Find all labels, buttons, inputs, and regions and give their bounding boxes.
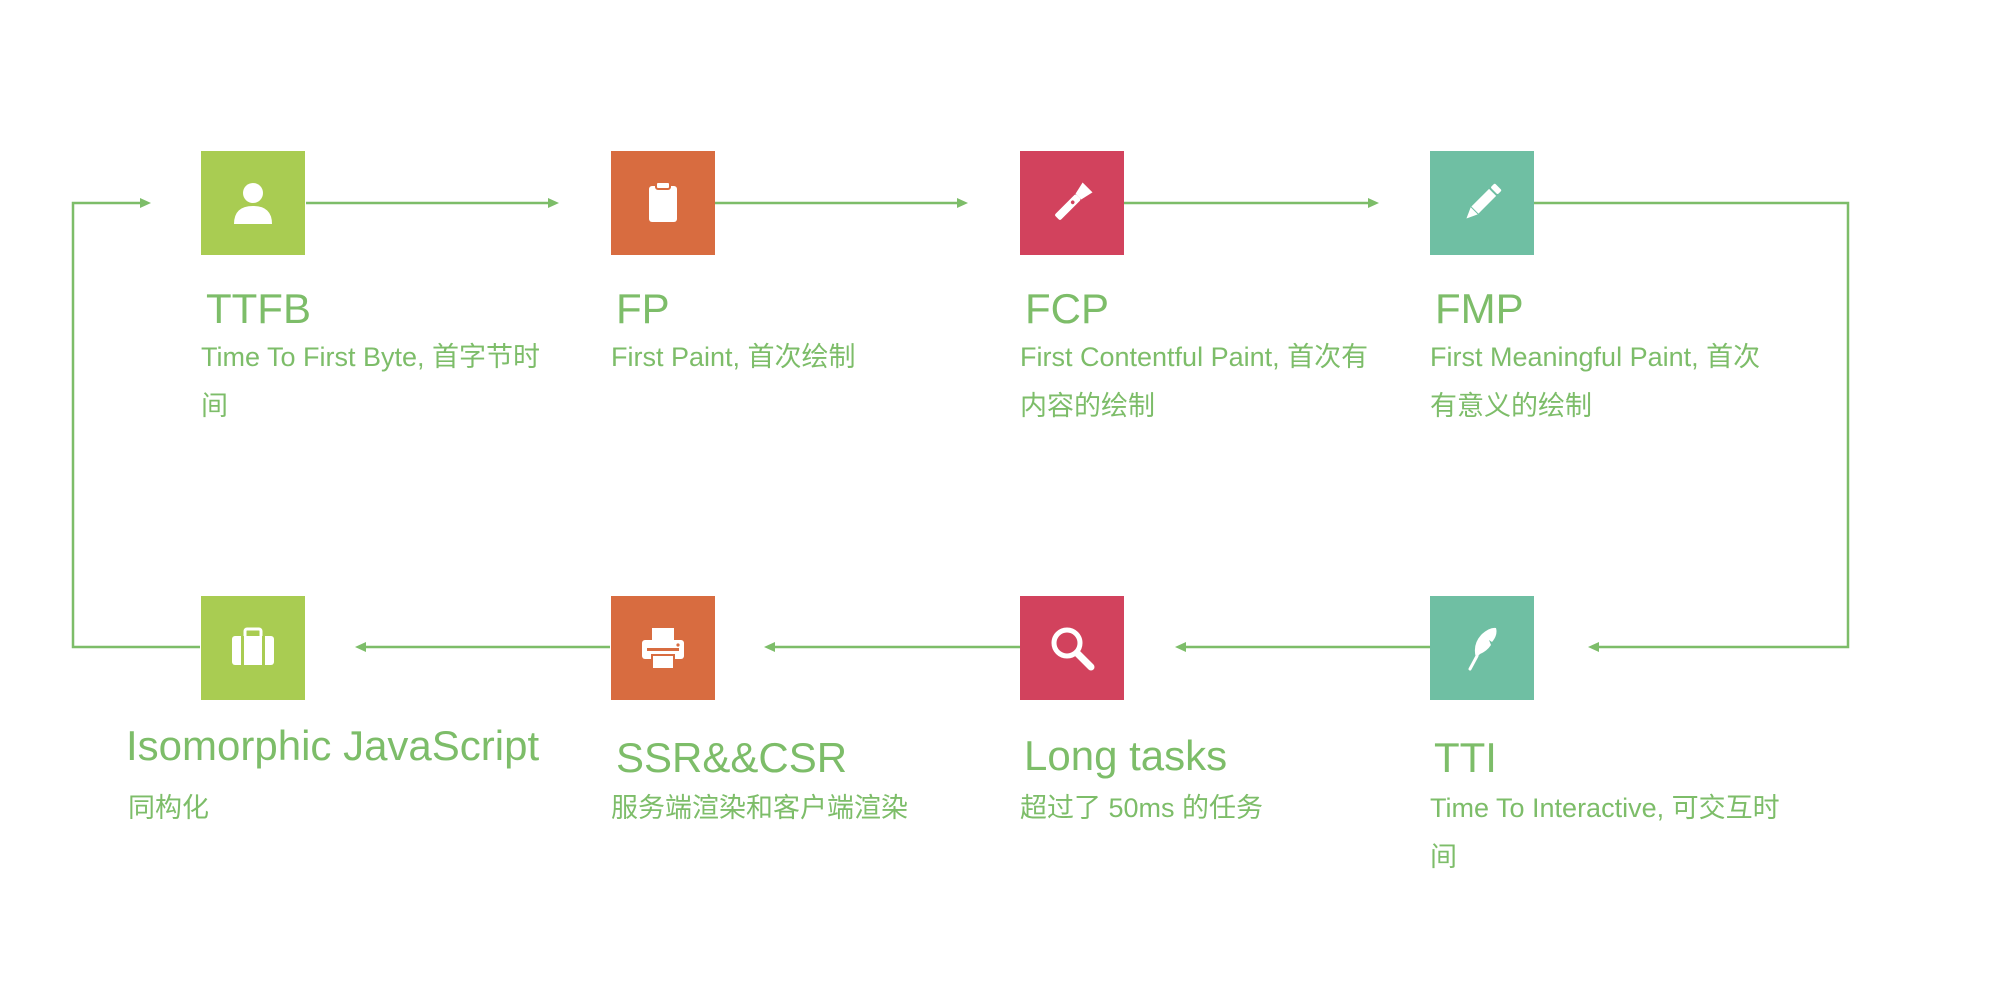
tile-tti [1430, 596, 1534, 700]
node-title: TTFB [206, 285, 311, 332]
tile-isomorphic [201, 596, 305, 700]
node-description: 超过了 50ms 的任务 [1020, 793, 1264, 823]
node-title: Long tasks [1024, 732, 1228, 779]
tile-long-tasks [1020, 596, 1124, 700]
node-description: Time To First Byte, 首字节时间 [201, 342, 541, 421]
arrowhead-ttfb-fp [548, 198, 559, 208]
connector-isomorphic-ttfb [71, 201, 200, 649]
tile-ttfb [201, 151, 305, 255]
node-description: 服务端渲染和客户端渲染 [611, 793, 908, 823]
node-title: TTI [1434, 734, 1497, 781]
tile-fp [611, 151, 715, 255]
briefcase-icon [232, 627, 274, 665]
tile-ssr-csr [611, 596, 715, 700]
flashlight-icon [1055, 182, 1093, 220]
node-description: 同构化 [128, 793, 209, 823]
arrowhead-fmp-tti [1588, 642, 1599, 652]
node-title: FCP [1025, 285, 1109, 332]
arrowhead-isomorphic-ttfb [140, 198, 151, 208]
user-icon [234, 183, 272, 224]
arrowhead-tti-long-tasks [1175, 642, 1186, 652]
arrowhead-long-tasks-ssr [764, 642, 775, 652]
clipboard-icon [649, 181, 677, 222]
tile-fmp [1430, 151, 1534, 255]
printer-icon [642, 628, 684, 670]
tile-fcp [1020, 151, 1124, 255]
pencil-icon [1466, 183, 1502, 219]
node-description: Time To Interactive, 可交互时间 [1430, 793, 1780, 872]
search-icon [1051, 627, 1095, 671]
node-title: FP [616, 285, 670, 332]
node-description: First Meaningful Paint, 首次有意义的绘制 [1430, 342, 1761, 421]
arrowhead-fp-fcp [957, 198, 968, 208]
node-title: FMP [1435, 285, 1524, 332]
node-description: First Contentful Paint, 首次有内容的绘制 [1020, 342, 1369, 421]
node-title: Isomorphic JavaScript [126, 722, 540, 769]
feather-icon [1468, 627, 1497, 671]
node-title: SSR&&CSR [616, 734, 848, 781]
arrowhead-ssr-isomorphic [355, 642, 366, 652]
node-description: First Paint, 首次绘制 [611, 342, 856, 372]
arrowhead-fcp-fmp [1368, 198, 1379, 208]
